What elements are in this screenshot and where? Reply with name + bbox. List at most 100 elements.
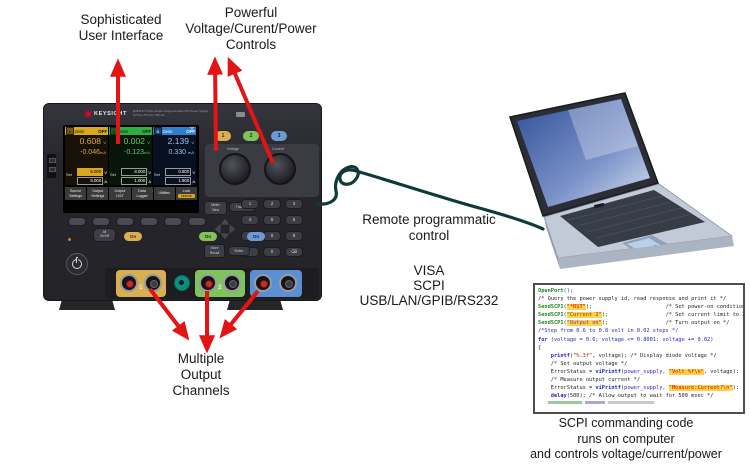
set-current: 1.000 (121, 177, 148, 185)
callout-line: Controls (225, 37, 277, 52)
keypad-key-1[interactable]: 1 (241, 199, 259, 209)
set-voltage-unit: V (104, 169, 107, 175)
channel-2-negative-terminal[interactable] (223, 274, 241, 292)
channel-2-positive-terminal[interactable] (199, 274, 217, 292)
channel-3-header: 3 2wire OFF (153, 127, 196, 135)
output-terminal-strip: 1 2 (105, 268, 319, 299)
channel-number: 1 (66, 127, 74, 135)
laptop-keyboard[interactable] (560, 190, 705, 247)
keypad: 123456789.0⌫ (241, 199, 303, 257)
channel-3-on-button[interactable]: On (247, 232, 265, 241)
set-label: Set (66, 172, 73, 177)
channel-3-select-button[interactable]: 3 (271, 131, 287, 141)
keypad-key-3[interactable]: 3 (285, 199, 303, 209)
keypad-key-2[interactable]: 2 (263, 199, 281, 209)
model-line: 6V,5A | 25V,1A | 25V,1A (132, 113, 165, 117)
callout-line: control (408, 228, 450, 243)
softkey-button[interactable] (140, 217, 158, 226)
current-knob[interactable] (264, 153, 296, 185)
clipped-code-line (538, 401, 743, 405)
softkey-button[interactable] (116, 217, 134, 226)
output-state: OFF (186, 128, 195, 134)
brand-name: KEYSIGHT (94, 111, 127, 117)
set-label: Set (154, 172, 161, 177)
keypad-key-⌫[interactable]: ⌫ (285, 247, 303, 257)
enter-button[interactable]: Enter (228, 246, 250, 256)
set-voltage: 6.000 (77, 168, 104, 176)
channel-3-negative-terminal[interactable] (279, 274, 297, 292)
io-chip (236, 112, 245, 117)
channel-1-negative-terminal[interactable] (144, 274, 162, 292)
ground-terminal[interactable] (174, 275, 190, 291)
code-caption: SCPI commanding code runs on computer an… (503, 416, 749, 463)
softkey-buttons (68, 217, 206, 226)
channel-2-select-button[interactable]: 2 (243, 131, 259, 141)
power-supply: KEYSIGHT E36312A Triple Output Programma… (43, 103, 322, 313)
keypad-key-5[interactable]: 5 (263, 215, 281, 225)
keypad-key-8[interactable]: 8 (263, 231, 281, 241)
voltage-knob[interactable] (219, 153, 251, 185)
channel-2-header: 2 2wire OFF (109, 127, 152, 135)
callout-line: User Interface (78, 28, 164, 43)
softkey-button[interactable] (92, 217, 110, 226)
keypad-key-0[interactable]: 0 (263, 247, 281, 257)
set-current: 1.800 (165, 177, 192, 185)
navigation-dpad[interactable] (211, 215, 239, 243)
arrow-right-key (228, 222, 237, 236)
brand-bar: KEYSIGHT E36312A Triple Output Programma… (84, 110, 253, 118)
wire-mode: 2wire (74, 128, 85, 134)
current-value: 0.330 (168, 149, 187, 156)
wire-mode: 2wire (118, 128, 129, 134)
usb-port (47, 154, 56, 178)
voltage-unit: V (147, 140, 150, 145)
terminal-channel-1-number: 1 (139, 284, 143, 291)
softkey-5: Utilities (153, 187, 175, 200)
keypad-key-4[interactable]: 4 (241, 215, 259, 225)
keypad-key-9[interactable]: 9 (285, 231, 303, 241)
channel-3-positive-terminal[interactable] (254, 274, 272, 292)
set-voltage-unit: V (192, 169, 195, 175)
current-unit: mA (100, 150, 106, 155)
channel-2-on-button[interactable]: On (199, 232, 217, 241)
channel-number: 2 (110, 127, 118, 135)
channel-1-on-button[interactable]: On (124, 232, 142, 241)
store-recall-button[interactable]: Store Recall (204, 244, 225, 258)
channel-2-readout: 0.002 V -0.123mA (109, 135, 152, 167)
arrow-down-key (218, 232, 232, 241)
callout-user-interface: Sophisticated User Interface (46, 12, 196, 44)
voltage-value: 0.002 (123, 136, 145, 146)
softkey-button[interactable] (68, 217, 86, 226)
callout-line: SCPI (413, 278, 445, 293)
set-voltage: 0.800 (165, 168, 192, 176)
callout-line: SCPI commanding code (558, 416, 694, 430)
current-unit: mA (144, 150, 150, 155)
meter-view-button[interactable]: Meter View (204, 201, 227, 215)
all-on-off-button[interactable]: All On/Off (93, 228, 116, 242)
current-value: -0.046 (80, 149, 100, 156)
voltage-value: 2.139 (167, 136, 189, 146)
keypad-key-6[interactable]: 6 (285, 215, 303, 225)
channel-1-positive-terminal[interactable] (120, 274, 138, 292)
model-label: E36312A Triple Output Programmable DC Po… (133, 110, 253, 117)
channel-1-select-button[interactable]: 1 (215, 131, 231, 141)
power-supply-front-panel: KEYSIGHT E36312A Triple Output Programma… (43, 103, 322, 301)
set-current-unit: A (192, 178, 195, 184)
callout-line: Voltage/Curent/Power (185, 21, 317, 36)
callout-line: Powerful (224, 5, 278, 20)
power-button[interactable] (66, 253, 88, 275)
voltage-value: 0.608 (79, 136, 101, 146)
softkey-button[interactable] (164, 217, 182, 226)
softkey-button[interactable] (188, 217, 206, 226)
callout-line: Channels (172, 383, 230, 398)
